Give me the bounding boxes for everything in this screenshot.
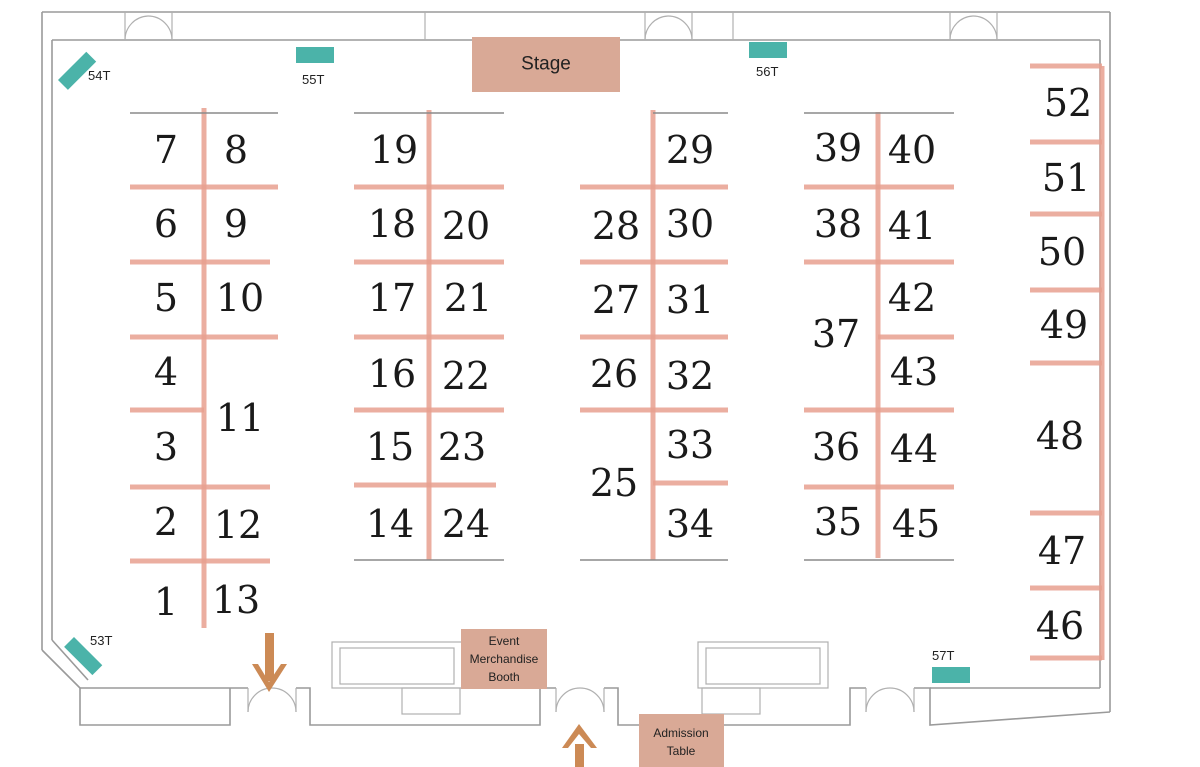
booth-52: 52 xyxy=(1044,81,1092,125)
booth-5: 5 xyxy=(154,276,178,320)
admission-table: Admission Table xyxy=(639,714,724,767)
booth-24: 24 xyxy=(442,502,490,546)
table-56t xyxy=(749,42,787,58)
booth-37: 37 xyxy=(812,312,860,356)
booth-22: 22 xyxy=(442,354,490,398)
booth-40: 40 xyxy=(888,128,936,172)
booth-11: 11 xyxy=(216,396,264,440)
booth-43: 43 xyxy=(890,350,938,394)
booth-26: 26 xyxy=(590,352,638,396)
booth-44: 44 xyxy=(890,427,938,471)
booth-7: 7 xyxy=(154,128,178,172)
booth-34: 34 xyxy=(666,502,714,546)
booth-4: 4 xyxy=(154,350,178,394)
booth-numbers: 7 8 6 9 5 10 4 11 3 2 12 1 13 19 18 20 1… xyxy=(154,81,1092,648)
table-54t xyxy=(58,51,97,90)
table-56t-label: 56T xyxy=(756,64,778,79)
booth-19: 19 xyxy=(370,128,418,172)
booth-20: 20 xyxy=(442,204,490,248)
booth-30: 30 xyxy=(666,202,714,246)
tables: 54T 55T 56T 53T 57T xyxy=(58,42,970,683)
booth-42: 42 xyxy=(888,276,936,320)
admission-line-1: Admission xyxy=(653,726,708,740)
booth-49: 49 xyxy=(1040,303,1088,347)
booth-6: 6 xyxy=(154,202,178,246)
booth-38: 38 xyxy=(814,202,862,246)
booth-45: 45 xyxy=(892,502,940,546)
merch-line-3: Booth xyxy=(488,670,519,684)
booth-9: 9 xyxy=(224,202,248,246)
table-54t-label: 54T xyxy=(88,68,110,83)
table-57t-label: 57T xyxy=(932,648,954,663)
booth-18: 18 xyxy=(368,202,416,246)
entrance-arrow-center xyxy=(562,724,597,767)
booth-32: 32 xyxy=(666,354,714,398)
table-55t-label: 55T xyxy=(302,72,324,87)
booth-29: 29 xyxy=(666,128,714,172)
booth-8: 8 xyxy=(224,128,248,172)
booth-1: 1 xyxy=(154,580,178,624)
table-55t xyxy=(296,47,334,63)
booth-13: 13 xyxy=(212,578,260,622)
booth-50: 50 xyxy=(1038,230,1086,274)
booth-15: 15 xyxy=(366,425,414,469)
table-57t xyxy=(932,667,970,683)
booth-41: 41 xyxy=(888,204,936,248)
admission-line-2: Table xyxy=(667,744,696,758)
merch-line-2: Merchandise xyxy=(470,652,539,666)
booth-21: 21 xyxy=(444,276,492,320)
stage-label: Stage xyxy=(521,54,571,75)
booth-2: 2 xyxy=(154,500,178,544)
booth-17: 17 xyxy=(368,276,416,320)
booth-16: 16 xyxy=(368,352,416,396)
booth-31: 31 xyxy=(666,278,714,322)
booth-27: 27 xyxy=(592,278,640,322)
merch-booth: Event Merchandise Booth xyxy=(461,629,547,689)
booth-23: 23 xyxy=(438,425,486,469)
booth-36: 36 xyxy=(812,425,860,469)
booth-47: 47 xyxy=(1038,529,1086,573)
table-53t xyxy=(64,637,103,676)
booth-10: 10 xyxy=(216,276,264,320)
booth-33: 33 xyxy=(666,423,714,467)
stage: Stage xyxy=(472,37,620,92)
booth-dividers xyxy=(130,63,1105,661)
booth-25: 25 xyxy=(590,461,638,505)
booth-12: 12 xyxy=(214,503,262,547)
booth-46: 46 xyxy=(1036,604,1084,648)
booth-48: 48 xyxy=(1036,414,1084,458)
booth-35: 35 xyxy=(814,500,862,544)
booth-39: 39 xyxy=(814,126,862,170)
booth-28: 28 xyxy=(592,204,640,248)
merch-line-1: Event xyxy=(489,634,520,648)
booth-51: 51 xyxy=(1042,156,1090,200)
booth-3: 3 xyxy=(154,425,178,469)
table-53t-label: 53T xyxy=(90,633,112,648)
booth-14: 14 xyxy=(366,502,414,546)
entrance-arrow-left xyxy=(252,633,287,692)
